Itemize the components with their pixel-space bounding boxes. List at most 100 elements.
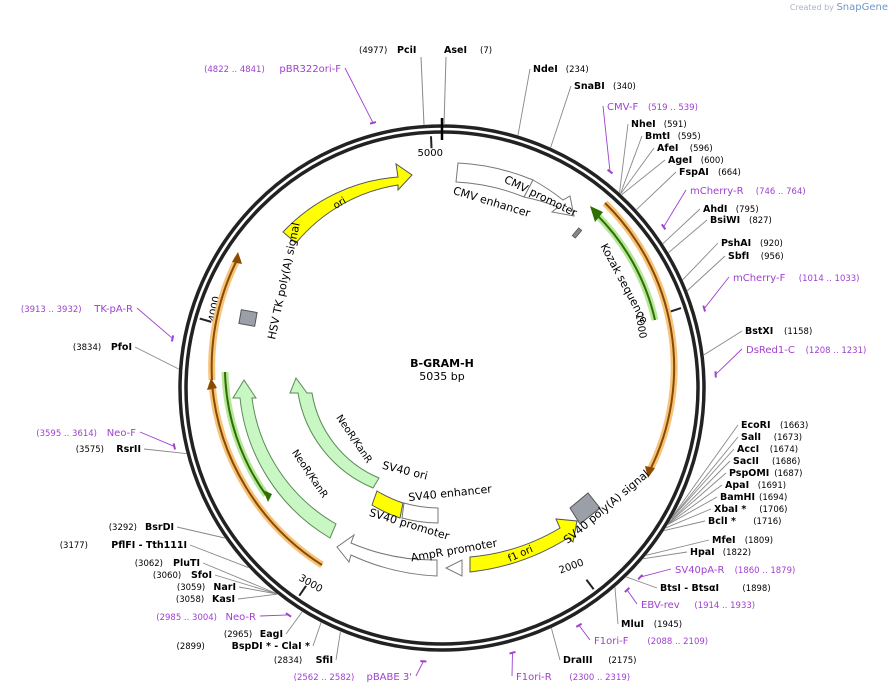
primer-name[interactable]: SV40pA-R	[675, 565, 724, 576]
primer-name[interactable]: CMV-F	[607, 102, 638, 113]
enzyme-name[interactable]: AgeI	[668, 155, 692, 166]
enzyme-name[interactable]: RsrII	[116, 444, 141, 455]
primer-site-marker	[606, 168, 614, 175]
primer-name[interactable]: F1ori-F	[594, 636, 629, 647]
feature-sv40-polya[interactable]	[569, 492, 601, 525]
watermark: Created by SnapGene	[790, 2, 888, 13]
enzyme-name[interactable]: BtsI - BtsαI	[660, 583, 719, 594]
enzyme-name[interactable]: SfiI	[316, 655, 333, 666]
enzyme-name[interactable]: SnaBI	[574, 81, 605, 92]
enzyme-name[interactable]: FspAI	[679, 167, 709, 178]
enzyme-name[interactable]: MfeI	[712, 535, 736, 546]
ruler-label-3000: 3000	[297, 573, 325, 595]
enzyme-name[interactable]: SacII	[733, 456, 759, 467]
enzyme-name[interactable]: BmtI	[645, 131, 670, 142]
enzyme-name[interactable]: HpaI	[690, 547, 715, 558]
primer-name[interactable]: Neo-F	[107, 428, 137, 439]
enzyme-name[interactable]: NdeI	[533, 64, 558, 75]
enzyme-position: (2175)	[608, 656, 636, 666]
enzyme-name[interactable]: ApaI	[725, 480, 749, 491]
enzyme-position: (1809)	[745, 536, 773, 546]
primer-site-marker	[637, 574, 644, 580]
enzyme-leader	[703, 330, 743, 356]
primer-name[interactable]: pBR322ori-F	[279, 64, 341, 75]
enzyme-name[interactable]: AfeI	[657, 143, 678, 154]
enzyme-name[interactable]: AhdI	[703, 204, 727, 215]
enzyme-name[interactable]: PspOMI	[729, 468, 769, 479]
enzyme-position: (234)	[566, 65, 589, 75]
enzyme-name[interactable]: NheI	[631, 119, 656, 130]
enzyme-name-asei[interactable]: AseI	[444, 45, 467, 56]
feature-sv40-promoter[interactable]	[336, 533, 438, 577]
primer-range: (1914 .. 1933)	[694, 601, 755, 611]
enzyme-name[interactable]: EcoRI	[741, 420, 771, 431]
primer-leader	[139, 431, 175, 447]
enzyme-name[interactable]: AccI	[737, 444, 759, 455]
enzyme-position: (3834)	[73, 343, 101, 353]
enzyme-leader	[214, 574, 277, 595]
egfp2-arrowhead	[263, 490, 272, 502]
enzyme-name[interactable]: NarI	[213, 582, 236, 593]
primer-name[interactable]: mCherry-F	[733, 273, 786, 284]
enzyme-position: (1686)	[772, 457, 800, 467]
enzyme-name[interactable]: SalI	[741, 432, 761, 443]
enzyme-name[interactable]: PshAI	[721, 238, 751, 249]
enzyme-name[interactable]: PflFI - Tth111I	[111, 540, 187, 551]
ruler-tick-3000	[298, 585, 307, 597]
enzyme-name[interactable]: BsiWI	[710, 215, 740, 226]
enzyme-name[interactable]: BspDI * - ClaI *	[232, 641, 310, 652]
enzyme-name[interactable]: BclI *	[708, 516, 736, 527]
primer-name[interactable]: pBABE 3'	[366, 672, 412, 683]
primer-name[interactable]: Neo-R	[226, 612, 257, 623]
feature-neor-kanr-inner[interactable]	[289, 376, 380, 489]
enzyme-leader	[285, 611, 303, 635]
feature-cmv-promoter[interactable]	[523, 179, 575, 217]
feature-sv40-ori[interactable]	[371, 490, 404, 519]
enzyme-position: (595)	[678, 132, 701, 142]
enzyme-name[interactable]: PfoI	[111, 342, 132, 353]
feature-hsv-tk-polya[interactable]	[238, 309, 258, 327]
enzyme-leader	[621, 159, 666, 195]
enzyme-name[interactable]: BstXI	[745, 326, 773, 337]
enzyme-name[interactable]: SbfI	[728, 251, 749, 262]
enzyme-name[interactable]: KasI	[212, 594, 235, 605]
primer-name[interactable]: DsRed1-C	[746, 345, 795, 356]
enzyme-position: (1674)	[770, 445, 798, 455]
watermark-prefix: Created by	[789, 3, 834, 12]
enzyme-name-pcii[interactable]: PciI	[397, 45, 416, 56]
primer-name[interactable]: EBV-rev	[641, 600, 680, 611]
enzyme-name[interactable]: XbaI *	[714, 504, 746, 515]
snapgene-logo: SnapGene	[836, 2, 888, 13]
ruler-tick-4000	[199, 317, 212, 323]
enzyme-position: (3292)	[109, 523, 137, 533]
primer-name[interactable]: F1ori-R	[516, 672, 552, 683]
enzyme-name[interactable]: DraIII	[563, 655, 593, 666]
primer-site-marker	[170, 335, 175, 342]
feature-ori[interactable]	[282, 162, 413, 244]
enzyme-name[interactable]: MluI	[621, 619, 644, 630]
feature-ampr-promoter[interactable]	[444, 559, 463, 577]
enzyme-name[interactable]: PluTI	[173, 558, 200, 569]
enzyme-leader	[517, 68, 531, 136]
feature-kozak[interactable]	[571, 227, 583, 239]
backbone-inner-ring	[184, 130, 700, 646]
feature-sv40-enhancer[interactable]	[401, 502, 439, 524]
primer-name[interactable]: mCherry-R	[690, 186, 744, 197]
enzyme-name[interactable]: SfoI	[191, 570, 212, 581]
enzyme-position: (664)	[718, 168, 741, 178]
enzyme-leader	[626, 576, 658, 589]
primer-range: (1860 .. 1879)	[735, 566, 796, 576]
enzyme-position: (827)	[749, 216, 772, 226]
enzyme-leader	[238, 586, 277, 595]
enzyme-position: (1687)	[774, 469, 802, 479]
feature-f1-ori[interactable]	[469, 518, 578, 573]
enzyme-name[interactable]: BamHI	[720, 492, 755, 503]
enzyme-leader	[176, 526, 225, 539]
primer-range: (2562 .. 2582)	[294, 673, 355, 683]
feature-neor-kanr-outer[interactable]	[232, 379, 337, 539]
enzyme-name[interactable]: BsrDI	[145, 522, 174, 533]
enzyme-position: (795)	[736, 205, 759, 215]
primer-name[interactable]: TK-pA-R	[93, 304, 133, 315]
enzyme-position: (1663)	[780, 421, 808, 431]
enzyme-name[interactable]: EagI	[260, 629, 283, 640]
